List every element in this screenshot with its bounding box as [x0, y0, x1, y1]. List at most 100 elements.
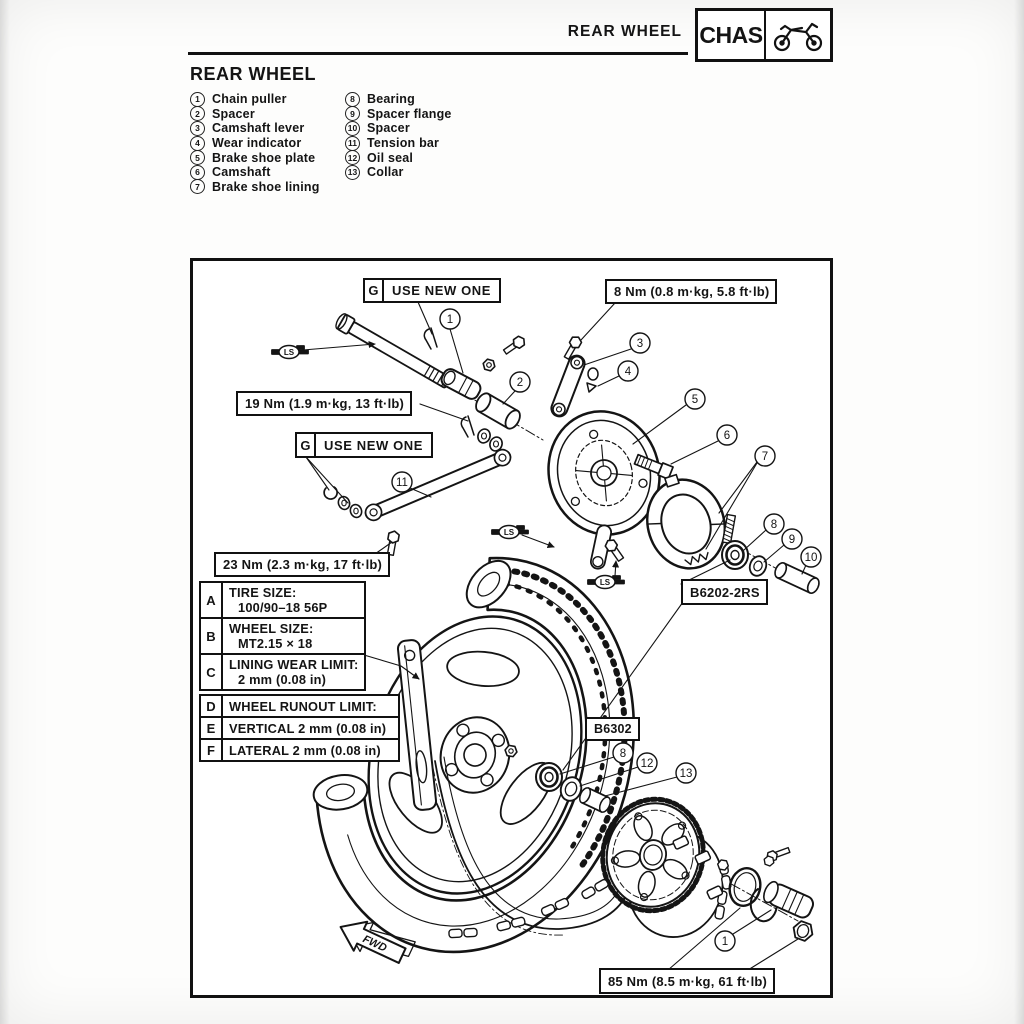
bearing-code: B6202-2RS — [690, 584, 760, 600]
row-key: F — [201, 740, 223, 760]
part-label: Camshaft lever — [212, 121, 305, 136]
use-new-one-label: USE NEW ONE — [324, 437, 424, 453]
grease-label: LS — [504, 528, 515, 537]
o-ring — [728, 867, 762, 907]
row-key: B — [201, 619, 223, 653]
callout-number: 6 — [724, 430, 730, 442]
table-row: A TIRE SIZE: 100/90–18 56P — [201, 583, 364, 619]
grease-icon — [587, 574, 625, 590]
tire-spec-table: A TIRE SIZE: 100/90–18 56P B WHEEL SIZE:… — [199, 581, 366, 691]
torque-value: 23 Nm (2.3 m·kg, 17 ft·lb) — [223, 557, 383, 572]
wear-indicator — [586, 382, 597, 393]
torque-value: 85 Nm (8.5 m·kg, 61 ft·lb) — [608, 973, 768, 989]
tire-section-cut-top — [465, 559, 512, 609]
part-number: 10 — [345, 120, 360, 136]
row-key: D — [201, 696, 223, 716]
washer — [489, 436, 503, 452]
callout-number: 10 — [805, 552, 818, 564]
fwd-arrow — [339, 920, 416, 964]
bearing-top — [721, 540, 749, 570]
part-number: 1 — [190, 91, 205, 107]
callout-number: 7 — [762, 451, 768, 463]
scan-edge-right — [1014, 0, 1024, 1024]
table-row: D WHEEL RUNOUT LIMIT: — [201, 696, 398, 718]
exploded-view-diagram: 1 2 3 4 5 6 7 8 9 10 11 8 12 13 1 LS LS … — [190, 258, 833, 998]
callout-number: 8 — [771, 519, 777, 531]
callout-bubbles — [391, 308, 822, 952]
part-number: 12 — [345, 150, 360, 166]
torque-box-23nm: 23 Nm (2.3 m·kg, 17 ft·lb) — [214, 552, 391, 577]
part-number: 7 — [190, 179, 205, 195]
row-title: WHEEL SIZE: — [229, 621, 314, 636]
use-new-one-box-1: G USE NEW ONE — [363, 278, 502, 303]
rear-axle — [335, 313, 452, 389]
torque-box-8nm: 8 Nm (0.8 m·kg, 5.8 ft·lb) — [605, 279, 778, 304]
callout-number: 8 — [620, 748, 626, 760]
runout-spec-table: D WHEEL RUNOUT LIMIT: E VERTICAL 2 mm (0… — [199, 694, 400, 762]
bearing-bottom — [535, 762, 563, 792]
grease-labels: LS LS LS — [284, 348, 611, 587]
bearing-code-box-b6302: B6302 — [585, 717, 640, 741]
brake-shoe-plate — [547, 410, 661, 536]
part-number: 3 — [190, 120, 205, 136]
grease-symbols — [271, 340, 625, 590]
header-rule — [188, 52, 688, 55]
row-text: VERTICAL 2 mm (0.08 in) — [229, 720, 387, 736]
chain-puller-top — [440, 368, 482, 400]
part-number: 4 — [190, 135, 205, 151]
grease-label: LS — [284, 348, 295, 357]
callout-numbers: 1 2 3 4 5 6 7 8 9 10 11 8 12 13 1 — [396, 314, 817, 948]
callout-number: 1 — [447, 314, 453, 326]
chapter-code: CHAS — [698, 11, 766, 59]
part-label: Camshaft — [212, 165, 271, 180]
table-row: B WHEEL SIZE: MT2.15 × 18 — [201, 619, 364, 655]
callout-number: 11 — [396, 477, 408, 489]
washer — [477, 428, 491, 444]
use-new-one-label: USE NEW ONE — [392, 283, 492, 298]
motorcycle-icon — [766, 11, 830, 59]
brake-shoes — [646, 473, 726, 570]
callout-number: 4 — [625, 366, 632, 378]
page-title: REAR WHEEL — [190, 64, 316, 84]
hub-dampers — [672, 835, 730, 900]
row-key: C — [201, 655, 223, 689]
part-label: Tension bar — [367, 136, 440, 151]
part-number: 11 — [345, 135, 360, 151]
part-item: 6 Camshaft — [190, 164, 320, 180]
callout-number: 5 — [692, 394, 698, 406]
part-item: 3 Camshaft lever — [190, 120, 320, 136]
bearing-code-box-b6202: B6202-2RS — [681, 579, 768, 605]
part-item: 11 Tension bar — [345, 135, 452, 151]
washer — [349, 503, 363, 519]
row-value: 2 mm (0.08 in) — [238, 672, 327, 687]
return-spring — [721, 513, 737, 545]
callout-number: 12 — [641, 758, 654, 770]
part-number: 5 — [190, 150, 205, 166]
part-number: 6 — [190, 164, 205, 180]
row-text: WHEEL RUNOUT LIMIT: — [229, 698, 377, 714]
part-label: Bearing — [367, 92, 415, 107]
drive-chain — [432, 756, 629, 936]
row-title: TIRE SIZE: — [229, 585, 297, 600]
grease-icon — [491, 524, 529, 540]
part-label: Collar — [367, 165, 404, 180]
grease-icon — [271, 344, 309, 360]
row-key: E — [201, 718, 223, 738]
row-text: LATERAL 2 mm (0.08 in) — [229, 742, 381, 758]
collar — [578, 787, 612, 813]
bearing-code: B6302 — [594, 722, 632, 736]
spacer-2 — [475, 392, 521, 430]
shoe-spring — [684, 551, 709, 566]
part-label: Spacer flange — [367, 106, 452, 121]
part-label: Brake shoe lining — [212, 179, 320, 194]
tension-bar-bolt-front — [602, 536, 625, 562]
torque-value: 19 Nm (1.9 m·kg, 13 ft·lb) — [245, 396, 405, 411]
pinch-bolt — [563, 333, 584, 360]
